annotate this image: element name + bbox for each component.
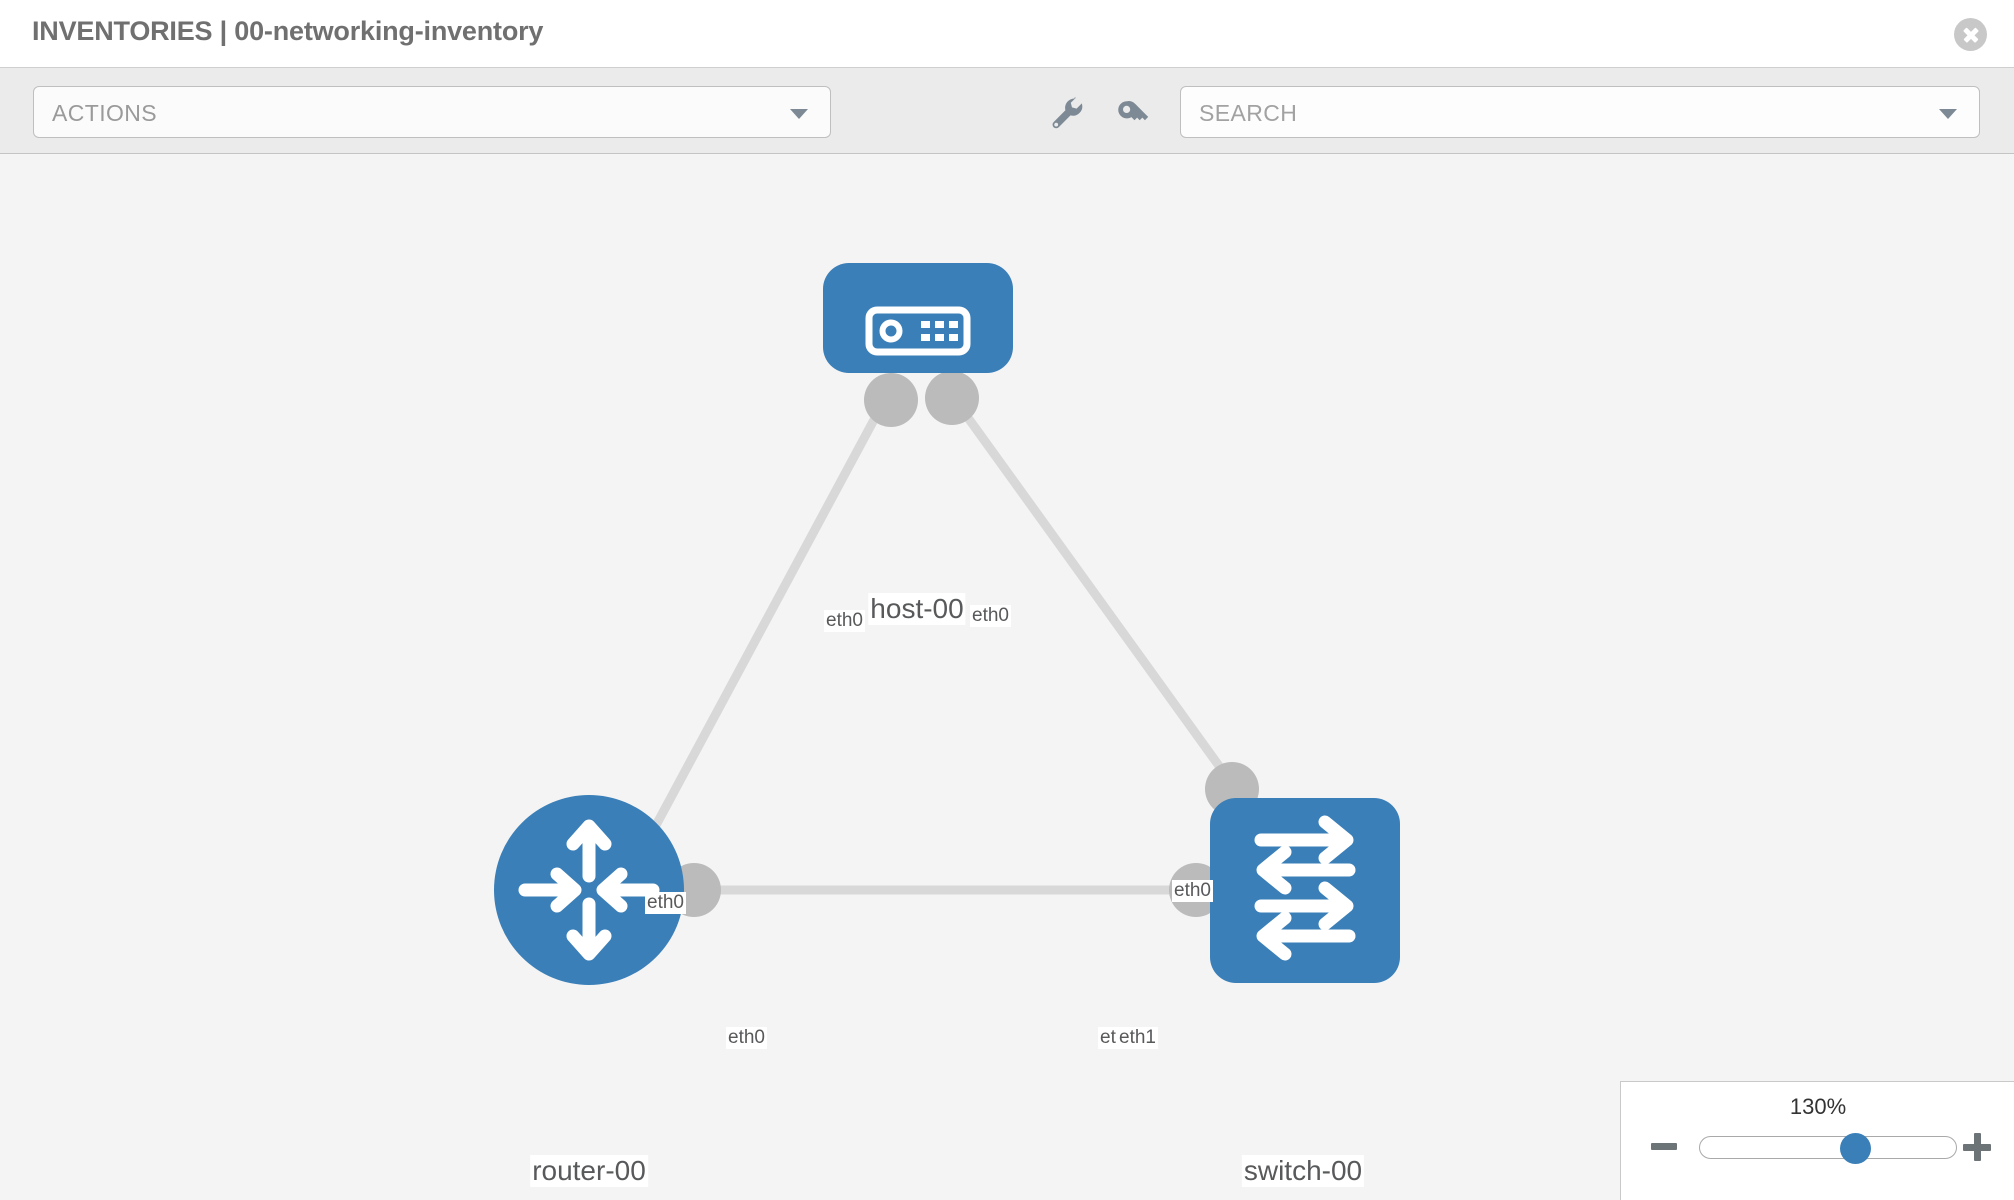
node-label-switch-00: switch-00 <box>1241 1155 1365 1188</box>
actions-dropdown[interactable]: ACTIONS <box>33 86 831 138</box>
switch-arrows-icon <box>1254 815 1356 961</box>
node-label-host-00: host-00 <box>868 593 966 626</box>
edge-host-router[interactable] <box>636 387 894 858</box>
zoom-control-panel: 130% <box>1620 1081 2014 1200</box>
minus-icon[interactable] <box>1651 1143 1677 1150</box>
connector-host-left[interactable] <box>864 373 918 427</box>
topology-canvas[interactable]: host-00 router-00 switch-00 eth0 eth0 et… <box>0 155 2014 1200</box>
zoom-level-value: 130% <box>1789 1094 1847 1119</box>
node-label-router-00: router-00 <box>530 1155 648 1188</box>
plus-icon[interactable] <box>1963 1133 1991 1161</box>
edge-label-router-switch-near-switch: eth1 <box>1117 1027 1158 1049</box>
server-icon <box>865 306 971 356</box>
page-header: INVENTORIES | 00-networking-inventory <box>0 0 2014 68</box>
chevron-down-icon <box>790 109 808 119</box>
actions-dropdown-label: ACTIONS <box>52 100 158 126</box>
close-icon[interactable] <box>1954 18 1987 51</box>
edge-label-host-router-near-host: eth0 <box>824 610 865 632</box>
edge-label-host-switch-near-host: eth0 <box>970 605 1011 627</box>
search-placeholder: SEARCH <box>1199 100 1298 126</box>
edge-label-host-router-near-router: eth0 <box>645 892 686 914</box>
node-switch-00[interactable] <box>1210 798 1400 983</box>
connector-host-right[interactable] <box>925 371 979 425</box>
key-icon[interactable] <box>1112 92 1154 134</box>
topology-graph <box>494 263 1400 985</box>
zoom-slider-thumb[interactable] <box>1840 1133 1871 1164</box>
node-host-00[interactable] <box>823 263 1013 373</box>
edge-host-switch[interactable] <box>944 387 1244 798</box>
edge-label-host-switch-near-switch: eth0 <box>1172 880 1213 902</box>
node-router-00[interactable] <box>494 795 684 985</box>
chevron-down-icon <box>1939 109 1957 119</box>
edge-label-router-switch-near-router: eth0 <box>726 1027 767 1049</box>
router-arrows-icon <box>518 819 660 961</box>
page-title: INVENTORIES | 00-networking-inventory <box>32 16 544 46</box>
zoom-slider[interactable] <box>1699 1133 1957 1164</box>
wrench-icon[interactable] <box>1044 92 1086 134</box>
toolbar: ACTIONS SEARCH <box>0 68 2014 154</box>
zoom-slider-row <box>1621 1130 2014 1170</box>
search-input[interactable]: SEARCH <box>1180 86 1980 138</box>
